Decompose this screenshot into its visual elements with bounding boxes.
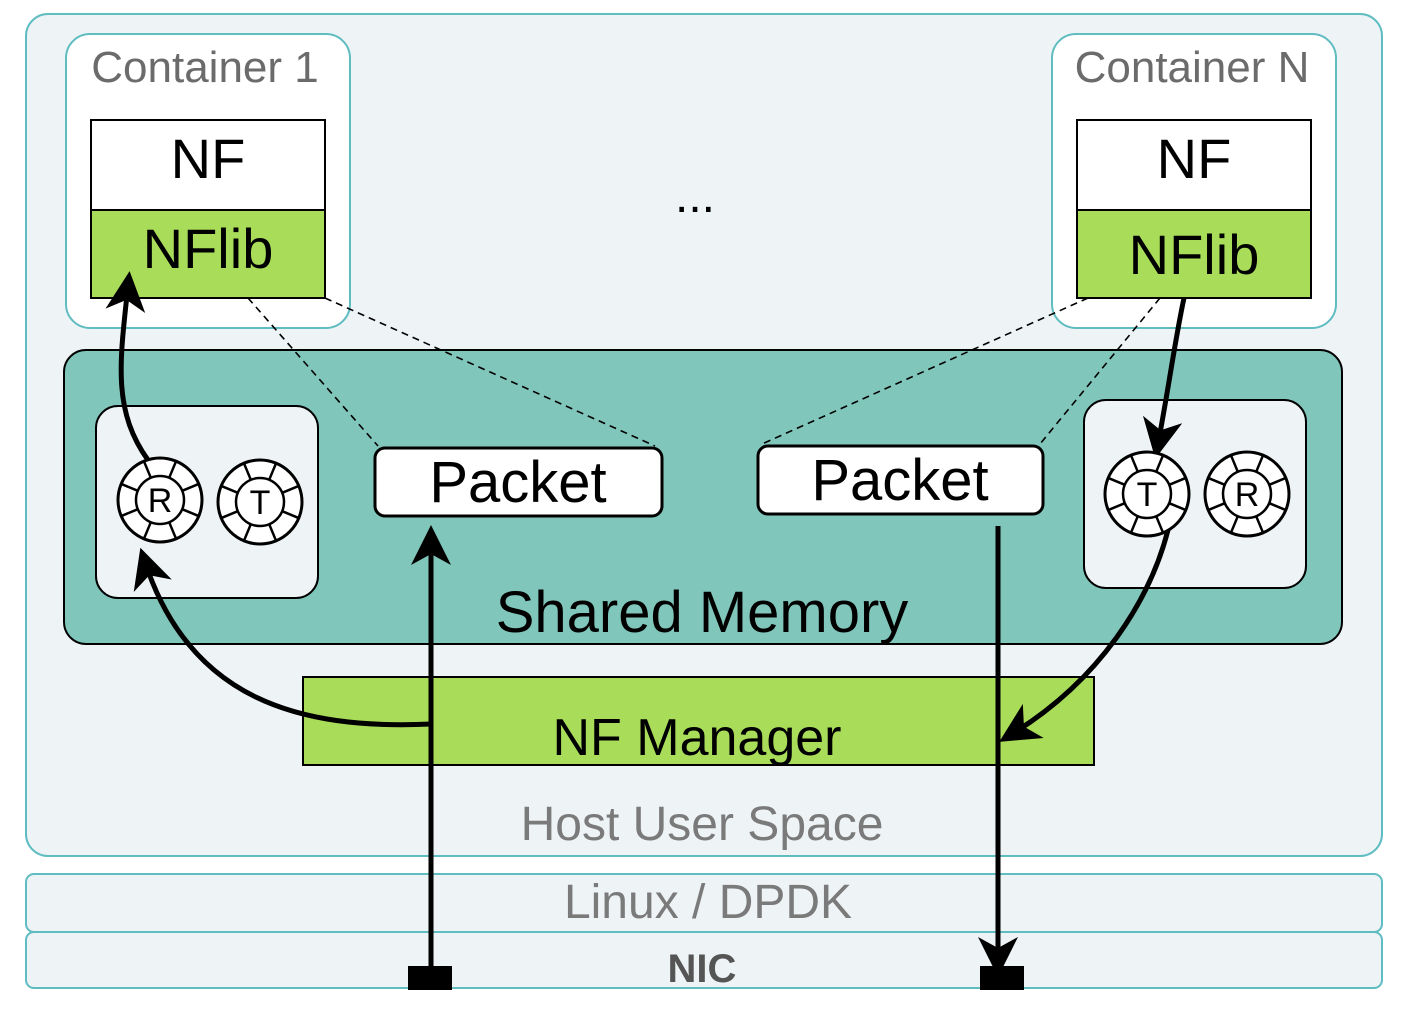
- ring-slot-divider: [1155, 454, 1165, 473]
- arrow-rx-ring-to-nflib: [105, 271, 151, 462]
- ring-group-right: [1083, 399, 1307, 589]
- ring-slot-divider: [1229, 454, 1239, 473]
- nf-label-1: NF: [171, 127, 246, 190]
- ring-slot-divider: [1155, 515, 1165, 534]
- nf-manager-label: NF Manager: [553, 709, 842, 767]
- dashed-mapping-lines: [247, 297, 1161, 447]
- ring-slot-divider: [281, 484, 300, 494]
- ring-slot-divider: [1129, 454, 1139, 473]
- nic-port-rx: [408, 966, 452, 990]
- ring-slot-divider: [220, 510, 239, 520]
- nic-label: NIC: [668, 947, 737, 991]
- ring-slot-divider: [1207, 502, 1226, 512]
- packet-box-2: [756, 444, 1045, 516]
- ring-slot-divider: [268, 523, 278, 542]
- ring-slot-divider: [1255, 454, 1265, 473]
- nflib-label-n: NFlib: [1129, 223, 1260, 286]
- flow-arrows: [105, 271, 1187, 977]
- ring-slot-divider: [242, 523, 252, 542]
- nflib-box-1: [90, 209, 326, 299]
- ring-slot-divider: [120, 482, 139, 492]
- packet-box-1: [373, 446, 664, 518]
- container-1-title: Container 1: [91, 43, 318, 92]
- ring-slot-divider: [142, 521, 152, 540]
- ring-slot-divider: [281, 510, 300, 520]
- container-n: Container N NF NFlib: [1051, 33, 1337, 329]
- ring-slot-divider: [1229, 515, 1239, 534]
- host-user-space-label: Host User Space: [521, 798, 884, 851]
- ring-r-left: R: [116, 456, 204, 544]
- shared-memory-region: [63, 349, 1343, 645]
- ring-r-right: R: [1203, 450, 1291, 538]
- ring-slot-divider: [268, 462, 278, 481]
- packet-label-1: Packet: [429, 450, 606, 515]
- nf-box-n: [1076, 119, 1312, 211]
- ring-inner: [1121, 468, 1173, 520]
- ring-t-left: T: [216, 458, 304, 546]
- ring-slot-divider: [1268, 502, 1287, 512]
- nf-label-n: NF: [1157, 127, 1232, 190]
- ring-slot-divider: [168, 460, 178, 479]
- ring-letter: R: [148, 482, 173, 520]
- ring-inner: [134, 474, 186, 526]
- ring-slot-divider: [1129, 515, 1139, 534]
- ring-slot-divider: [120, 508, 139, 518]
- ring-slot-divider: [1107, 502, 1126, 512]
- ring-slot-divider: [1168, 502, 1187, 512]
- ring-slot-divider: [168, 521, 178, 540]
- ring-slot-divider: [1207, 476, 1226, 486]
- nf-manager-box: [302, 676, 1095, 766]
- ring-slot-divider: [181, 508, 200, 518]
- arrow-nflib-to-tx-ring: [1142, 297, 1187, 459]
- ring-letter: R: [1235, 476, 1260, 514]
- ring-t-right: T: [1103, 450, 1191, 538]
- linux-dpdk-label: Linux / DPDK: [564, 876, 852, 929]
- shared-memory-label: Shared Memory: [496, 580, 909, 645]
- ring-letter: T: [250, 484, 271, 522]
- ring-slot-divider: [220, 484, 239, 494]
- arrow-manager-to-rx-ring: [133, 547, 432, 728]
- arrow-tx-ring-to-manager: [999, 529, 1171, 742]
- ring-inner: [1221, 468, 1273, 520]
- ring-slot-divider: [1255, 515, 1265, 534]
- container-n-title: Container N: [1075, 43, 1310, 92]
- ring-letter: T: [1137, 476, 1158, 514]
- packet-label-2: Packet: [811, 448, 988, 513]
- nic-band: [25, 931, 1383, 989]
- nflib-label-1: NFlib: [143, 217, 274, 280]
- container-1: Container 1 NF NFlib: [65, 33, 351, 329]
- ellipsis: ...: [675, 170, 715, 223]
- ring-slot-divider: [181, 482, 200, 492]
- ring-slot-divider: [1168, 476, 1187, 486]
- ring-slot-divider: [1107, 476, 1126, 486]
- nflib-box-n: [1076, 209, 1312, 299]
- ring-slot-divider: [242, 462, 252, 481]
- nf-box-1: [90, 119, 326, 211]
- ring-inner: [234, 476, 286, 528]
- nic-port-tx: [980, 966, 1024, 990]
- ring-slot-divider: [1268, 476, 1287, 486]
- ring-slot-divider: [142, 460, 152, 479]
